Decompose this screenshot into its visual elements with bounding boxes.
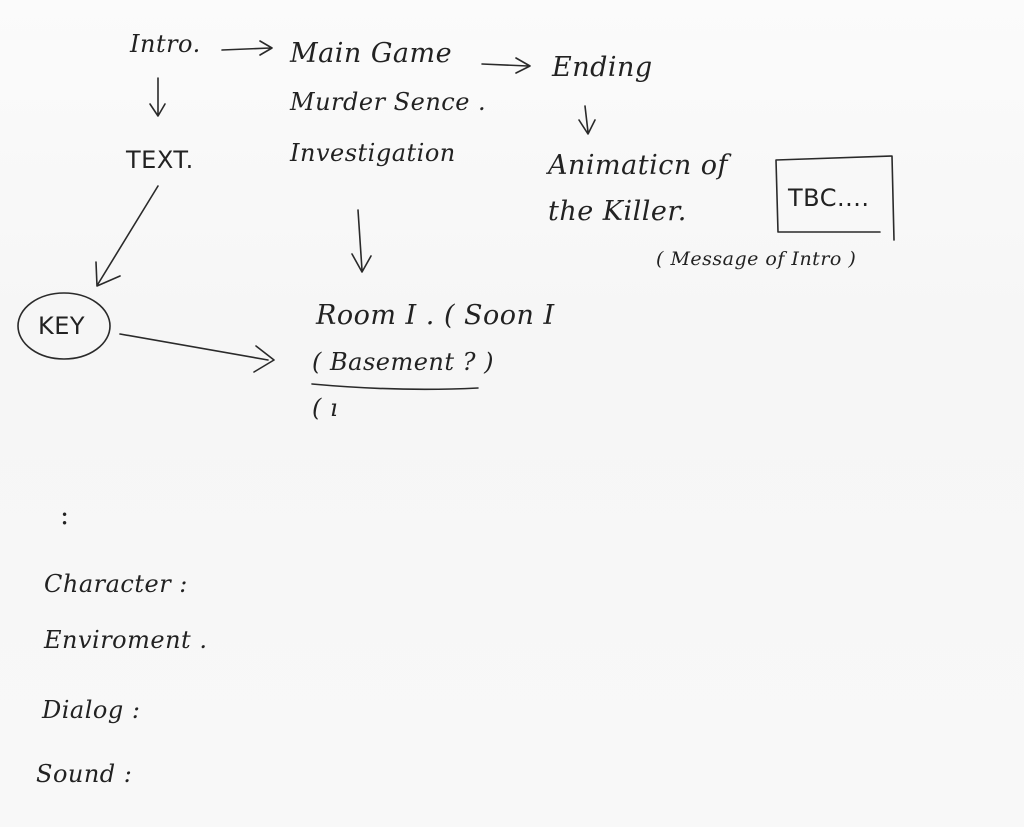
character-note: Character :	[44, 570, 188, 598]
intro-label: Intro.	[130, 30, 201, 58]
message-label: ( Message of Intro )	[656, 248, 857, 270]
notes-colon: :	[60, 500, 70, 531]
arrow-intro-to-text	[149, 77, 166, 117]
environment-note: Enviroment .	[44, 626, 208, 654]
arrow-main-to-ending	[481, 57, 531, 74]
arrow-text-to-key	[95, 185, 159, 287]
room-extra-label: ( ı	[312, 394, 339, 422]
arrow-key-to-basement	[119, 333, 275, 373]
room-label: Room I . ( Soon I	[316, 300, 555, 331]
arrow-intro-to-main	[221, 40, 273, 56]
key-label: KEY	[38, 312, 86, 340]
killer-label: the Killer.	[548, 196, 687, 227]
animation-label: Animaticn of	[548, 150, 729, 181]
text-label: TEXT.	[126, 146, 194, 174]
murder-scene-label: Murder Sence .	[290, 88, 487, 116]
main-game-label: Main Game	[290, 38, 453, 69]
key-circle	[17, 292, 111, 360]
tbc-label: TBC....	[788, 184, 870, 212]
basement-underline	[311, 383, 479, 391]
basement-label: ( Basement ? )	[312, 348, 495, 376]
tbc-box	[775, 155, 895, 241]
arrow-ending-to-animation	[578, 105, 596, 135]
ending-label: Ending	[552, 52, 653, 83]
sound-note: Sound :	[36, 760, 133, 788]
investigation-label: Investigation	[290, 139, 456, 167]
arrow-investigation-to-room	[351, 209, 372, 273]
dialog-note: Dialog :	[42, 696, 141, 724]
